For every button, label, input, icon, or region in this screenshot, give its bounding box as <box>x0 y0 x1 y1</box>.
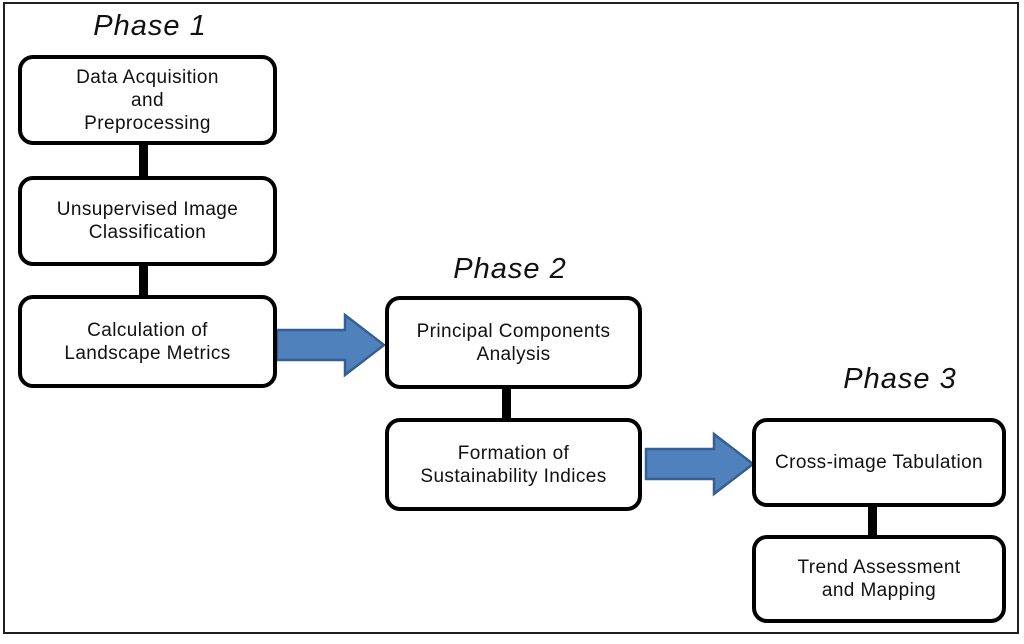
box-label: Trend Assessment and Mapping <box>797 557 961 601</box>
box-trend-assessment-and-mapping: Trend Assessment and Mapping <box>752 535 1006 623</box>
diagram-border-frame <box>3 2 1019 634</box>
phase-1-title: Phase 1 <box>93 10 207 42</box>
box-unsupervised-image-classification: Unsupervised Image Classification <box>18 176 277 266</box>
box-label: Unsupervised Image Classification <box>56 199 239 243</box>
box-label: Calculation of Landscape Metrics <box>64 319 231 364</box>
connector-phase1-box1-box2 <box>139 138 148 184</box>
box-label: Cross-image Tabulation <box>774 452 984 473</box>
box-principal-components-analysis: Principal Components Analysis <box>385 296 642 389</box>
box-data-acquisition-and-preprocessing: Data Acquisition and Preprocessing <box>18 55 277 145</box>
box-formation-of-sustainability-indices: Formation of Sustainability Indices <box>385 418 642 511</box>
phase-3-title: Phase 3 <box>843 363 957 395</box>
box-label: Data Acquisition and Preprocessing <box>76 66 219 134</box>
connector-phase1-box2-box3 <box>139 260 148 302</box>
arrow-phase1-to-phase2-icon <box>275 312 387 378</box>
connector-phase3-box1-box2 <box>868 501 877 541</box>
box-label: Formation of Sustainability Indices <box>420 442 607 487</box>
phase-2-title: Phase 2 <box>453 253 567 285</box>
box-cross-image-tabulation: Cross-image Tabulation <box>752 418 1006 507</box>
box-label: Principal Components Analysis <box>416 320 611 365</box>
connector-phase2-box1-box2 <box>502 383 511 425</box>
arrow-phase2-to-phase3-icon <box>644 431 756 497</box>
box-calculation-of-landscape-metrics: Calculation of Landscape Metrics <box>18 295 277 388</box>
